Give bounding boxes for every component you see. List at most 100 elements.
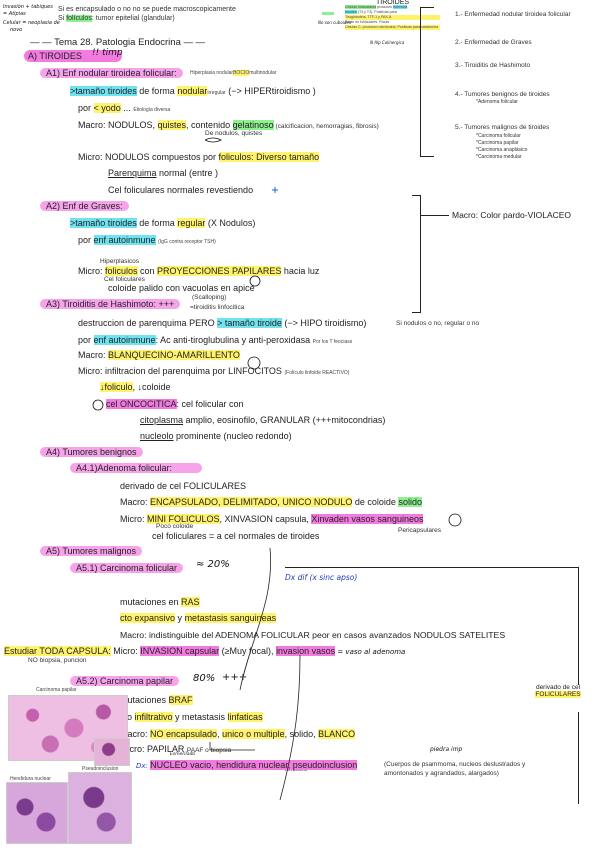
note-tumor-rest: : tumor epitelial (glandular) <box>91 15 175 22</box>
brace-macro-pointer <box>421 215 449 216</box>
a5-heading: A5) Tumores malignos <box>40 546 143 556</box>
a2-heading: A2) Enf de Graves: <box>40 201 129 211</box>
mini-green-mark <box>322 12 334 15</box>
right-list-item-5b: *Carcinoma papilar <box>476 140 519 146</box>
hand-note-novo: novo <box>10 27 23 33</box>
a3-line-3: Macro: BLANQUECINO-AMARILLENTO <box>78 350 240 360</box>
ink-star-a1 <box>272 187 278 193</box>
a1-line-2: por < yodo ... Etiología diversa <box>78 103 171 113</box>
a3-line-8: nucleolo prominente (nucleo redondo) <box>140 431 292 441</box>
histology-image-hendidura <box>6 782 68 844</box>
right-derivado-connector-top <box>578 567 579 685</box>
a4-heading: A4) Tumores benignos <box>40 447 143 457</box>
ink-approx-a1 <box>204 137 222 143</box>
a5-line-10: Dx: NUCLEO vacio, hendidura nuclear, pse… <box>136 760 358 770</box>
mini-line-5: Estan en folliculares. Pocas <box>345 20 390 24</box>
mini-line-1: Células folicualares producen hormona <box>345 5 408 9</box>
a5-line-6: mutaciones BRAF <box>120 695 193 705</box>
brace-macro-bottom <box>412 312 421 313</box>
mini-line-2: tiroidea (T4 y T3). Positivas para <box>345 10 397 14</box>
a3-line-5: ↓foliculo, ↓coloide <box>100 382 171 392</box>
a5-line-3: Macro: indistinguible del ADENOMA FOLICU… <box>120 630 506 640</box>
note-si: Si <box>58 15 65 22</box>
ink-curve-a5 <box>239 547 272 691</box>
a3-line-4: Micro: infiltracion del parenquima por L… <box>78 366 350 376</box>
ink-circle-oncocitica <box>92 399 104 411</box>
a4-note-poco-coloide: Poco coloide <box>156 523 194 530</box>
a1-line-3-note: De nodulos, quistes <box>205 130 263 137</box>
a1-line-5: Parenquima normal (entre ) <box>108 168 219 178</box>
a3-line-6: cel ONCOCITICA: cel folicular con <box>106 399 244 409</box>
right-list-item-5d: *Carcinoma medular <box>476 154 522 160</box>
mini-hand-note: No son cuboides <box>318 20 351 25</box>
a5-line-8: Macro: NO encapsulado, unico o multiple,… <box>120 729 356 739</box>
image-caption-papilar: Carcinoma papilar <box>36 687 77 693</box>
a5-line-9: Micro: PAPILAR PAAF o biopsia <box>120 744 232 754</box>
right-list-item-1: 1.- Enfermedad nodular tiroidea folicula… <box>455 11 571 18</box>
right-list-item-5c: *Carcinoma anaplásico <box>476 147 528 153</box>
a3-heading: A3) Tiroiditis de Hashimoto: +++ <box>40 299 181 309</box>
ink-paaf-bracket <box>209 742 255 751</box>
a1-heading-note: Hiperplasia nodularBOCIOmultinodular <box>190 70 277 76</box>
right-derivado-line2: FOLICULARES <box>535 691 581 698</box>
a1-line-6: Cel foliculares normales revestiendo <box>108 185 254 195</box>
a5-note-no-biopsia: NO biopsia, puncion <box>28 657 87 664</box>
a5-line-2: cto expansivo y metastasis sanguineas <box>120 613 277 623</box>
right-list-item-2: 2.- Enfermedad de Graves <box>455 39 532 46</box>
right-list-item-5: 5.- Tumores malignos de tiroides <box>455 124 550 131</box>
note-foliculos-highlight: folículos <box>66 15 92 22</box>
a3-note-nodulos: Si nodulos o no, regular o no <box>396 320 480 327</box>
mini-line-3: Tiroglobulina, TTF-1 y PAX-8. <box>345 15 440 20</box>
a1-line-4: Micro: NODULOS compuestos por foliculos:… <box>78 152 320 162</box>
a1-line-1: >tamaño tiroides de forma nodularirregul… <box>70 86 316 96</box>
a2-line-4: coloide palido con vacuolas en apice <box>108 283 255 293</box>
section-a-header: A) TIROIDES <box>24 50 122 62</box>
ink-circle-a2 <box>249 275 261 287</box>
a4-note-pericapsulares: Pericapsulares <box>398 527 441 534</box>
hand-note-invasion: Invasión + tabiques <box>3 4 53 10</box>
hand-note-atipias: = Atipias <box>3 11 26 17</box>
a5-sub2-heading: A5.2) Carcinoma papilar <box>70 676 180 686</box>
a2-note-hiperplasicos: Hiperplasicos <box>100 258 140 265</box>
a1-heading: A1) Enf nodular tiroidea folicular: <box>40 68 183 78</box>
histology-image-pseudoinclusion <box>68 772 132 844</box>
image-caption-pseudoinclusion: Pseudoinclusion <box>82 766 119 772</box>
a2-note-cel-foliculares: Cel foliculares <box>104 276 145 283</box>
brace-top-bottom <box>420 156 434 157</box>
section-a-title: A) TIROIDES <box>24 50 122 62</box>
right-list-item-3: 3.- Tiroiditis de Hashimoto <box>455 62 531 69</box>
a5-hand-piedra: piedra imp <box>430 746 463 753</box>
a5-note-cuerpos-2: amontonados y agrandados, alargados) <box>384 770 499 777</box>
right-derivado-horizontal <box>285 567 579 568</box>
a2-line-3: Micro: foliculos con PROYECCIONES PAPILA… <box>78 266 320 276</box>
a5-hand-dx-note: Dx dif (x sinc apso) <box>285 573 358 582</box>
a1-line-3: Macro: NODULOS, quistes, contenido gelat… <box>78 120 379 130</box>
a3-line-7: citoplasma amplio, eosinofilo, GRANULAR … <box>140 415 386 425</box>
ink-curve-a5-2 <box>279 654 301 801</box>
a4-line-1: derivado de cel FOLICULARES <box>120 481 247 491</box>
a5-sub2-hand-percent: 80% <box>193 673 216 684</box>
a5-sub1-hand-note: ≈ 20% <box>196 559 230 570</box>
brace-macro-vertical <box>420 195 421 313</box>
brace-top-cap <box>420 7 434 8</box>
a5-note-esmerilado: Esmerilado <box>170 752 196 757</box>
a3-line-1: destruccion de parenquima PERO > tamaño … <box>78 318 367 328</box>
a3-line-2: por enf autoinmune: Ac anti-tiroglubulin… <box>78 335 353 345</box>
hand-note-neoplasia: Celular = neoplasia de <box>3 20 60 26</box>
note-tumor-epitelial: Si folículos: tumor epitelial (glandular… <box>58 15 175 22</box>
a3-note-linfocitica: =tiroiditis linfocitica <box>190 304 245 311</box>
right-derivado-connector <box>578 712 579 804</box>
right-macro-note: Macro: Color pardo-VIOLACEO <box>452 210 572 220</box>
ink-circle-a3 <box>247 356 261 370</box>
a3-note-scalloping: (Scalloping) <box>192 294 227 301</box>
mini-title: TIROIDES <box>375 0 410 6</box>
mini-tiroides-box: TIROIDES Células folicualares producen h… <box>345 0 440 48</box>
histology-image-inset <box>94 738 130 766</box>
a5-line-1: mutaciones en RAS <box>120 597 200 607</box>
mini-line-4: Células C: producen calcitonina. Positiv… <box>345 25 440 30</box>
right-list-item-4: 4.- Tumores benignos de tiroides <box>455 91 550 98</box>
ink-circle-a4 <box>448 513 462 527</box>
a5-sub1-heading: A5.1) Carcinoma folicular <box>70 563 184 573</box>
a4-line-2: Macro: ENCAPSULADO, DELIMITADO, UNICO NO… <box>120 497 422 507</box>
a2-line-1: >tamaño tiroides de forma regular (X Nod… <box>70 218 256 228</box>
